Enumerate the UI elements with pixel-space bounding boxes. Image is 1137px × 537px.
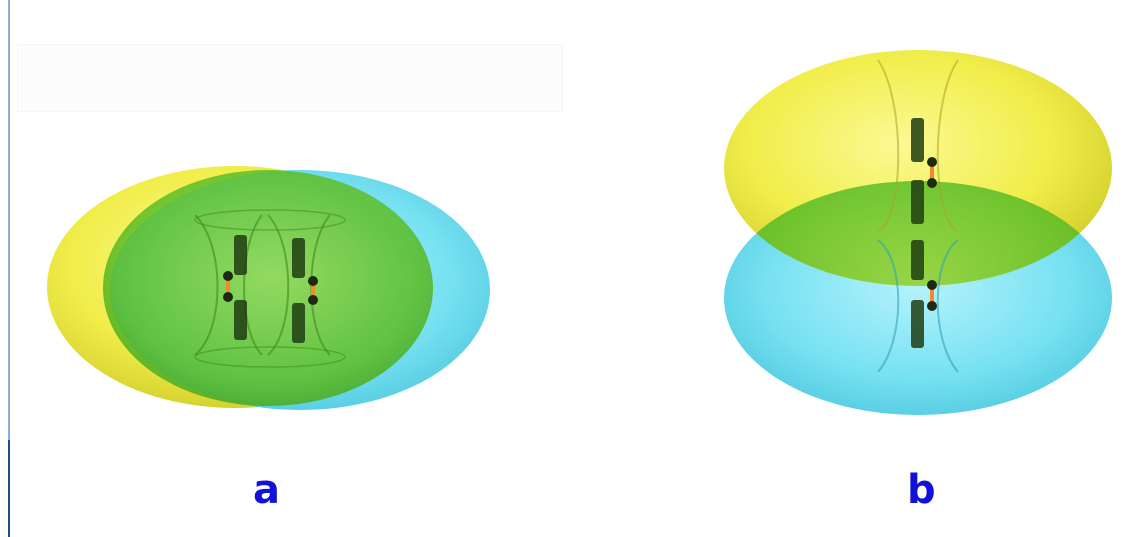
pillar <box>292 303 305 343</box>
atom <box>927 301 937 311</box>
panel-a-orbitals <box>47 166 490 410</box>
atom <box>308 276 318 286</box>
atom <box>927 178 937 188</box>
overlap-region <box>103 170 433 406</box>
atom <box>927 157 937 167</box>
atom <box>308 295 318 305</box>
pillar <box>911 118 924 162</box>
atom <box>223 292 233 302</box>
pillar <box>234 235 247 275</box>
panel-label-a: a <box>253 470 280 510</box>
pillar <box>911 180 924 224</box>
pillar <box>911 240 924 280</box>
panel-b-orbitals <box>724 50 1112 415</box>
atom <box>927 280 937 290</box>
atom <box>223 271 233 281</box>
panel-label-b: b <box>907 470 936 510</box>
pillar <box>292 238 305 278</box>
pillar <box>234 300 247 340</box>
pillar <box>911 300 924 348</box>
